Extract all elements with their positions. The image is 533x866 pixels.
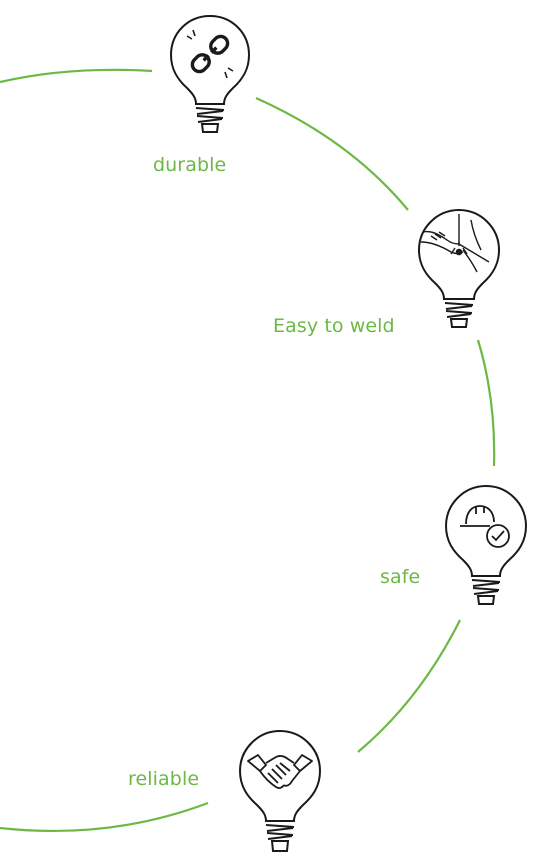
arc-left-top (0, 68, 153, 84)
bulb-durable (169, 14, 251, 133)
welding-hand-icon (420, 214, 490, 273)
label-reliable: reliable (128, 768, 200, 790)
bulb-easy-to-weld (417, 208, 501, 328)
bulb-safe (444, 484, 528, 605)
bulb-reliable (238, 729, 322, 852)
arc-durable-to-weld (255, 96, 409, 211)
safety-helmet-check-icon (460, 505, 510, 548)
broken-chain-icon (190, 34, 230, 74)
arc-safe-to-reliable (357, 619, 461, 753)
arc-weld-to-safe (476, 339, 496, 467)
label-easy-to-weld: Easy to weld (273, 315, 395, 337)
handshake-icon (247, 754, 313, 789)
label-safe: safe (380, 566, 421, 588)
label-durable: durable (153, 154, 227, 176)
arc-reliable-left (0, 801, 209, 833)
